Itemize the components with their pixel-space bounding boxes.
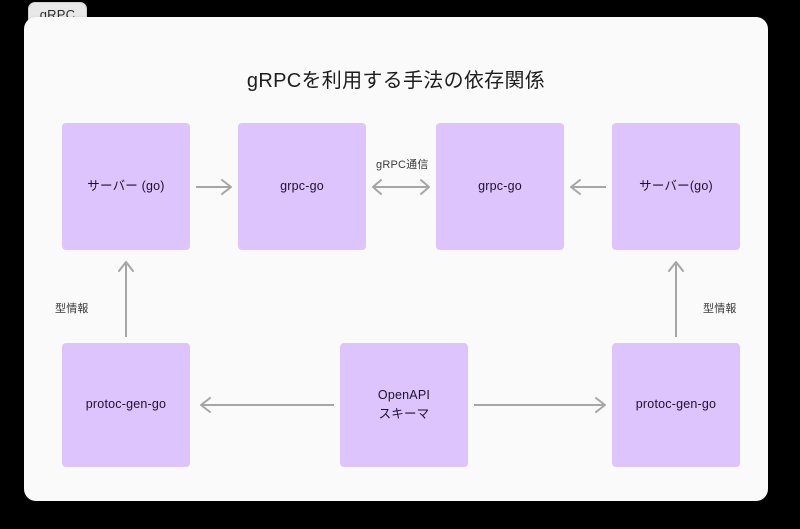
arrow-protoc-right-to-server-right: [668, 261, 684, 337]
node-protoc-left[interactable]: protoc-gen-go: [62, 343, 190, 467]
edge-label-grpc-communication: gRPC通信: [376, 159, 429, 171]
node-server-right[interactable]: サーバー(go): [612, 123, 740, 250]
page-card: gRPCを利用する手法の依存関係: [24, 17, 768, 501]
node-openapi-schema[interactable]: OpenAPI スキーマ: [340, 343, 468, 467]
edge-label-type-info-right: 型情報: [703, 303, 737, 315]
node-protoc-right[interactable]: protoc-gen-go: [612, 343, 740, 467]
arrow-server-left-to-grpcgo-left: [196, 179, 232, 195]
edge-label-type-info-left: 型情報: [55, 303, 89, 315]
node-grpcgo-left[interactable]: grpc-go: [238, 123, 366, 250]
node-grpcgo-right[interactable]: grpc-go: [436, 123, 564, 250]
arrow-server-right-to-grpcgo-right: [570, 179, 606, 195]
arrow-grpc-communication: [372, 179, 430, 195]
arrow-openapi-to-protoc-right: [474, 397, 606, 413]
arrow-protoc-left-to-server-left: [118, 261, 134, 337]
arrow-openapi-to-protoc-left: [200, 397, 334, 413]
node-server-left[interactable]: サーバー (go): [62, 123, 190, 250]
diagram-title: gRPCを利用する手法の依存関係: [246, 70, 546, 92]
diagram-canvas: gRPCを利用する手法の依存関係: [24, 17, 768, 501]
